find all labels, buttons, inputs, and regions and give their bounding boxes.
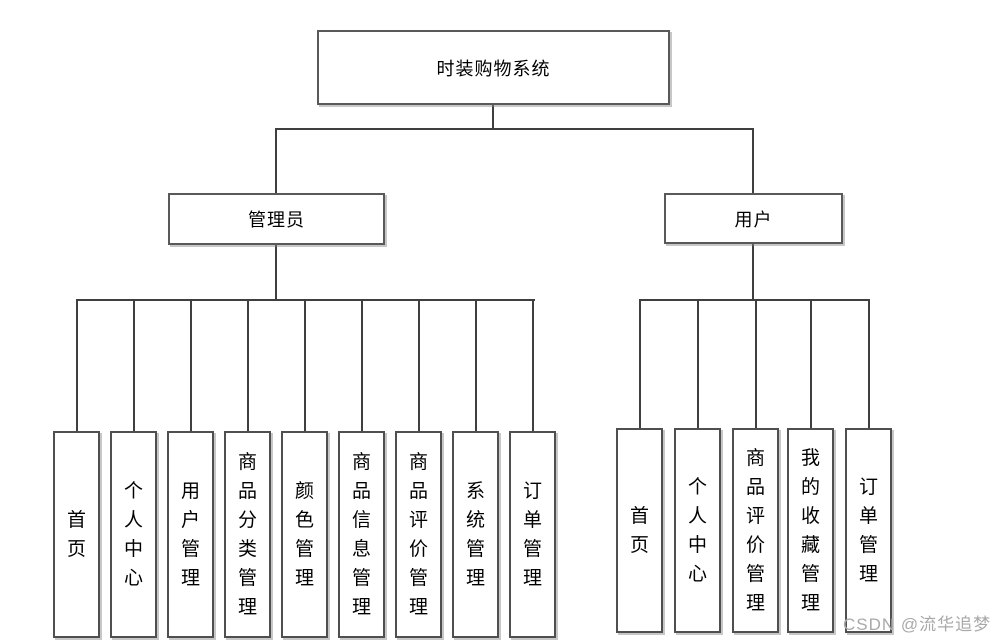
admin-leaf-product-info-management-label: 商品信息管理 — [351, 451, 371, 618]
connector-admin-drop-9 — [532, 299, 534, 431]
user-node-label: 用户 — [734, 209, 773, 230]
root-node-system: 时装购物系统 — [317, 30, 670, 105]
user-leaf-my-favorites-management: 我的收藏管理 — [787, 428, 834, 633]
connector-admin-drop-1 — [76, 299, 78, 431]
connector-user-drop-2 — [697, 299, 699, 428]
admin-leaf-personal-center: 个人中心 — [110, 431, 157, 638]
user-leaf-personal-center-label: 个人中心 — [687, 476, 707, 585]
user-leaf-order-management: 订单管理 — [845, 428, 892, 633]
user-leaf-order-management-label: 订单管理 — [858, 476, 878, 585]
connector-to-admin — [275, 128, 277, 193]
connector-root-stem — [492, 105, 494, 129]
user-node: 用户 — [664, 193, 843, 244]
user-leaf-home-label: 首页 — [629, 505, 649, 556]
admin-leaf-product-info-management: 商品信息管理 — [338, 431, 385, 638]
admin-leaf-home-label: 首页 — [66, 509, 86, 560]
admin-leaf-user-management: 用户管理 — [167, 431, 214, 638]
connector-user-drop-4 — [810, 299, 812, 428]
admin-node-label: 管理员 — [248, 210, 305, 230]
user-leaf-personal-center: 个人中心 — [674, 428, 721, 633]
connector-admin-drop-8 — [475, 299, 477, 431]
connector-user-bar — [639, 299, 870, 301]
admin-leaf-product-category-management: 商品分类管理 — [224, 431, 271, 638]
connector-user-drop-3 — [755, 299, 757, 428]
csdn-watermark: CSDN @流华追梦 — [843, 615, 992, 634]
connector-admin-stem — [275, 245, 277, 300]
admin-leaf-color-management-label: 颜色管理 — [294, 480, 314, 589]
admin-leaf-order-management-label: 订单管理 — [522, 480, 542, 589]
admin-node: 管理员 — [168, 193, 385, 245]
admin-leaf-home: 首页 — [53, 431, 100, 638]
connector-root-bar — [275, 128, 754, 130]
connector-admin-drop-2 — [133, 299, 135, 431]
connector-admin-drop-7 — [418, 299, 420, 431]
admin-leaf-product-review-management-label: 商品评价管理 — [408, 451, 428, 618]
connector-to-user — [752, 128, 754, 193]
user-leaf-my-favorites-management-label: 我的收藏管理 — [800, 447, 820, 614]
connector-admin-drop-5 — [304, 299, 306, 431]
admin-leaf-system-management: 系统管理 — [452, 431, 499, 638]
admin-leaf-color-management: 颜色管理 — [281, 431, 328, 638]
admin-leaf-user-management-label: 用户管理 — [180, 480, 200, 589]
connector-admin-drop-6 — [361, 299, 363, 431]
user-leaf-product-review-management: 商品评价管理 — [732, 428, 779, 633]
connector-user-drop-1 — [639, 299, 641, 428]
admin-leaf-personal-center-label: 个人中心 — [123, 480, 143, 589]
connector-user-stem — [752, 244, 754, 300]
admin-leaf-system-management-label: 系统管理 — [465, 480, 485, 589]
connector-admin-drop-3 — [190, 299, 192, 431]
connector-user-drop-5 — [868, 299, 870, 428]
root-node-label: 时装购物系统 — [436, 58, 551, 79]
admin-leaf-product-category-management-label: 商品分类管理 — [237, 451, 257, 618]
admin-leaf-product-review-management: 商品评价管理 — [395, 431, 442, 638]
connector-admin-drop-4 — [247, 299, 249, 431]
admin-leaf-order-management: 订单管理 — [509, 431, 556, 638]
user-leaf-home: 首页 — [616, 428, 663, 633]
user-leaf-product-review-management-label: 商品评价管理 — [745, 447, 765, 614]
